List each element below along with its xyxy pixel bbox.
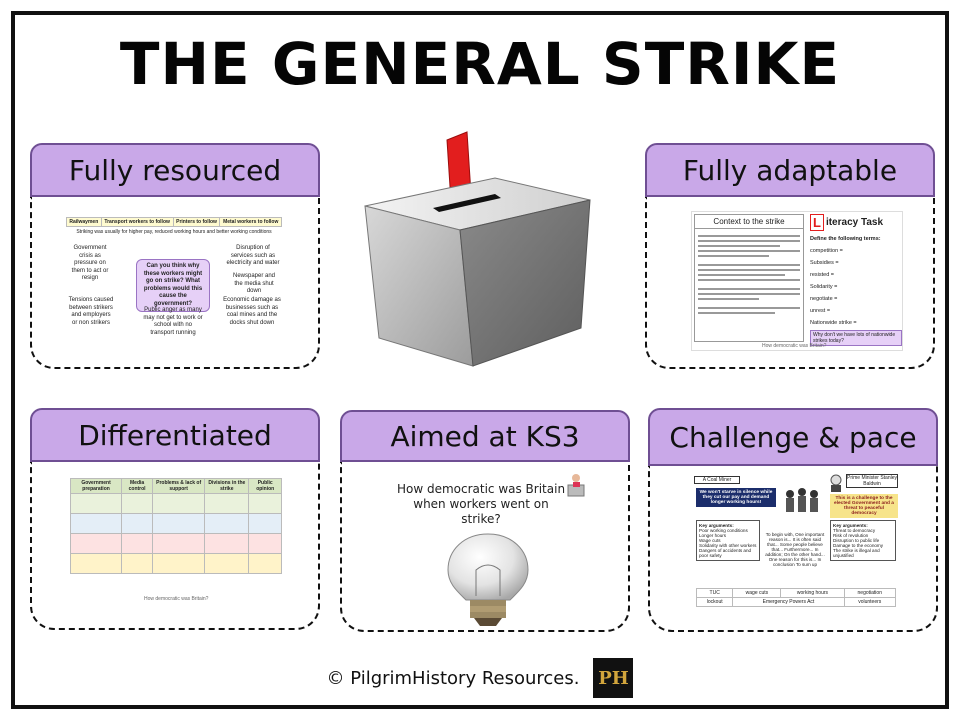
term-item: Subsidies = xyxy=(810,260,839,266)
table-header: Problems & lack of support xyxy=(152,478,206,494)
ballot-box-illustration xyxy=(364,131,591,367)
keyword: lockout xyxy=(695,597,734,607)
card-fully-resourced: Fully resourced Railwaymen Transport wor… xyxy=(30,143,320,369)
argument-item: Risk of revolution xyxy=(833,533,869,538)
center-bottom-text: Public anger as many may not get to work… xyxy=(143,307,203,336)
footer: © PilgrimHistory Resources. PH xyxy=(0,658,960,698)
right-arguments: Key arguments: Threat to democracy Risk … xyxy=(830,520,896,561)
card-differentiated: Differentiated Government preparation Me… xyxy=(30,408,320,630)
table-header: Railwaymen xyxy=(66,217,102,227)
keyword: negotiation xyxy=(843,588,897,598)
keyword: Emergency Powers Act xyxy=(732,597,845,607)
question-box: Why don't we have lots of nationwide str… xyxy=(810,330,902,346)
workers-table: Railwaymen Transport workers to follow P… xyxy=(66,217,282,227)
ks3-question: How democratic was Britain when workers … xyxy=(396,482,566,526)
term-item: unrest = xyxy=(810,308,831,314)
context-title: Context to the strike xyxy=(695,215,803,229)
card-challenge-pace: Challenge & pace A Coal Miner Prime Mini… xyxy=(648,408,938,632)
baldwin-quote: This is a challenge to the elected Gover… xyxy=(830,494,898,518)
baldwin-label: Prime Minister Stanley Baldwin xyxy=(846,474,898,488)
left-bottom-text: Tensions caused between strikers and emp… xyxy=(68,297,114,326)
sentence-starters: To begin with, One important reason is..… xyxy=(765,532,825,567)
literacy-title-text: iteracy Task xyxy=(825,217,884,228)
term-item: competition = xyxy=(810,248,843,254)
card-header: Fully adaptable xyxy=(645,143,935,197)
card-header: Challenge & pace xyxy=(648,408,938,466)
keyword: TUC xyxy=(695,588,734,598)
keywords-table: TUC wage cuts working hours negotiation … xyxy=(695,588,897,607)
mini-slide-resourced: Railwaymen Transport workers to follow P… xyxy=(66,217,282,341)
card-header: Fully resourced xyxy=(30,143,320,197)
argument-item: Threat to democracy xyxy=(833,528,876,533)
differentiated-table: Government preparation Media control Pro… xyxy=(69,478,282,574)
table-header: Divisions in the strike xyxy=(204,478,250,494)
footer-question: How democratic was Britain? xyxy=(762,343,827,349)
ballot-figure-icon xyxy=(567,474,585,497)
literacy-title: L iteracy Task xyxy=(810,214,902,231)
argument-item: Solidarity with other workers xyxy=(699,543,757,548)
keyword: wage cuts xyxy=(732,588,782,598)
keyword: working hours xyxy=(780,588,845,598)
card-fully-adaptable: Fully adaptable Context to the strike xyxy=(645,143,935,369)
card-body: Context to the strike xyxy=(645,197,935,369)
context-text-lines xyxy=(695,229,803,320)
term-item: Nationwide strike = xyxy=(810,320,857,326)
argument-item: Wage cuts xyxy=(699,538,721,543)
table-header: Printers to follow xyxy=(172,217,221,227)
right-mid-text: Newspaper and the media shut down xyxy=(232,273,276,294)
key-arguments-label: Key arguments: xyxy=(699,523,734,528)
argument-item: Disruption to public life xyxy=(833,538,880,543)
page-title: THE GENERAL STRIKE xyxy=(119,30,841,98)
center-question: Can you think why these workers might go… xyxy=(136,259,210,312)
baldwin-portrait-icon xyxy=(830,474,842,492)
coal-miner-label: A Coal Miner xyxy=(694,476,740,484)
key-arguments-label: Key arguments: xyxy=(833,523,868,528)
literacy-panel: L iteracy Task Define the following term… xyxy=(810,214,902,346)
crowd-illustration-icon xyxy=(786,488,818,512)
term-item: negotiate = xyxy=(810,296,838,302)
card-body: Railwaymen Transport workers to follow P… xyxy=(30,197,320,369)
right-bottom-text: Economic damage as businesses such as co… xyxy=(223,297,281,326)
miner-quote: We won't starve in silence while they cu… xyxy=(696,488,776,507)
copyright-text: © PilgrimHistory Resources. xyxy=(326,667,580,689)
argument-item: Damage to the economy xyxy=(833,543,884,548)
ph-logo: PH xyxy=(593,658,634,698)
keyword: volunteers xyxy=(843,597,897,607)
left-top-text: Government crisis as pressure on them to… xyxy=(71,245,109,281)
argument-item: Poor working conditions xyxy=(699,528,748,533)
table-header: Media control xyxy=(121,478,154,494)
table-header: Transport workers to follow xyxy=(100,217,174,227)
subtitle: Striking was usually for higher pay, red… xyxy=(76,229,272,235)
context-panel: Context to the strike xyxy=(694,214,804,342)
mini-slide-adaptable: Context to the strike xyxy=(691,211,903,351)
literacy-l-icon: L xyxy=(810,214,824,231)
table-header: Government preparation xyxy=(69,478,123,494)
card-aimed-at-ks3: Aimed at KS3 How democratic was Britain … xyxy=(340,410,630,632)
define-label: Define the following terms: xyxy=(810,236,881,242)
table-header: Metal workers to follow xyxy=(219,217,282,227)
lightbulb-icon xyxy=(447,533,529,626)
card-body: Government preparation Media control Pro… xyxy=(30,462,320,630)
footer-question: How democratic was Britain? xyxy=(144,596,209,602)
card-header: Differentiated xyxy=(30,408,320,462)
argument-item: The strike is illegal and unjustified xyxy=(833,548,880,558)
card-body: A Coal Miner Prime Minister Stanley Bald… xyxy=(648,466,938,632)
table-header: Public opinion xyxy=(248,478,282,494)
card-body: How democratic was Britain when workers … xyxy=(340,462,630,632)
term-item: Solidarity = xyxy=(810,284,838,290)
term-item: resisted = xyxy=(810,272,834,278)
left-arguments: Key arguments: Poor working conditions L… xyxy=(696,520,760,561)
argument-item: Longer hours xyxy=(699,533,727,538)
mini-slide-differentiated: Government preparation Media control Pro… xyxy=(69,478,282,602)
argument-item: Dangers of accidents and poor safety xyxy=(699,548,752,558)
ballot-slot xyxy=(433,194,501,212)
mini-slide-challenge: A Coal Miner Prime Minister Stanley Bald… xyxy=(694,474,900,610)
right-top-text: Disruption of services such as electrici… xyxy=(226,245,280,266)
card-header: Aimed at KS3 xyxy=(340,410,630,462)
